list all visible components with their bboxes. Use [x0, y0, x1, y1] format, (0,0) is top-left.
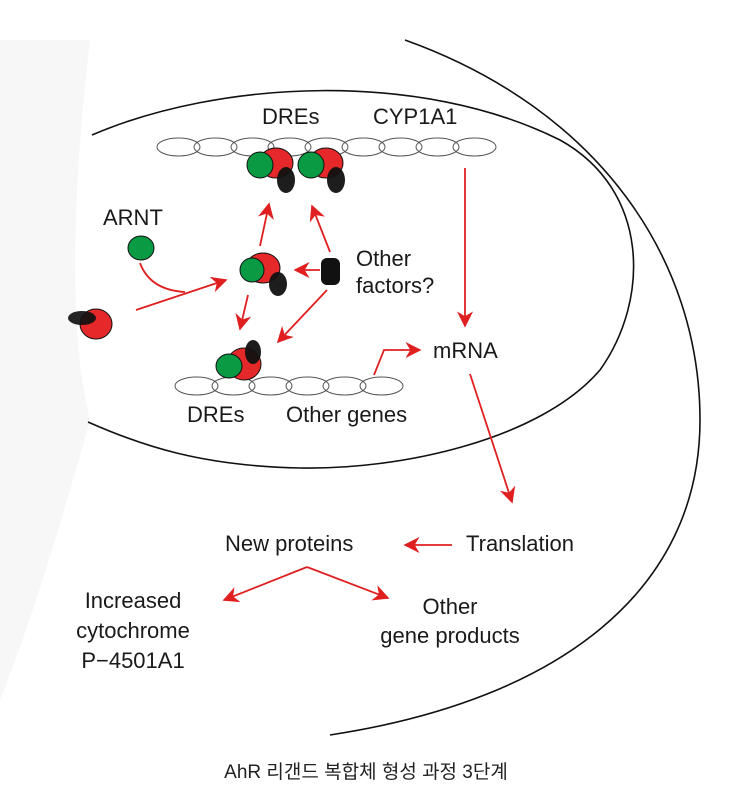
dna-strand-bottom — [174, 376, 404, 396]
label-dres-bottom: DREs — [187, 402, 244, 427]
arrow-other-genes-to-mrna — [373, 341, 422, 376]
label-other-products-2: gene products — [380, 623, 519, 648]
label-new-proteins: New proteins — [225, 531, 353, 556]
arrow-to-complex — [135, 276, 228, 311]
label-other-factors-1: Other — [356, 246, 411, 271]
arrow-complex-to-top-dna-1 — [258, 202, 274, 247]
arrow-mrna-to-translation — [469, 373, 516, 504]
dna-link — [193, 137, 238, 157]
cell-shading — [0, 40, 90, 700]
bound-complex-2 — [297, 147, 345, 193]
cell-membrane — [329, 39, 701, 736]
label-increased-1: Increased — [85, 588, 182, 613]
dna-link — [341, 137, 386, 157]
dna-link — [378, 137, 423, 157]
arrows — [135, 168, 516, 603]
dna-link — [248, 376, 293, 396]
label-dres-top: DREs — [262, 104, 319, 129]
dna-link — [322, 376, 367, 396]
bound-complex-1 — [246, 147, 295, 193]
dna-strand-top — [156, 137, 497, 157]
label-other-products-1: Other — [422, 594, 477, 619]
dna-link — [156, 137, 201, 157]
arnt-icon — [127, 235, 155, 261]
label-arnt: ARNT — [103, 205, 163, 230]
figure-caption: AhR 리갠드 복합체 형성 과정 3단계 — [224, 761, 508, 783]
dna-link — [174, 376, 219, 396]
arrow-to-increased-cytochrome — [222, 566, 308, 603]
dna-link — [285, 376, 330, 396]
dna-link — [415, 137, 460, 157]
arrow-factor-to-top-dna-2 — [309, 204, 331, 253]
bound-complex-3 — [215, 340, 262, 381]
label-other-genes: Other genes — [286, 402, 407, 427]
ahr-arnt-complex-icon — [239, 252, 287, 296]
dna-link — [452, 137, 497, 157]
arrow-factor-to-bottom-dna — [276, 289, 328, 344]
label-translation: Translation — [466, 531, 574, 556]
label-increased-2: cytochrome — [76, 618, 190, 643]
arrow-to-other-gene-products — [306, 566, 390, 601]
label-mrna: mRNA — [433, 338, 498, 363]
ahr-ligand-icon — [68, 308, 113, 340]
arnt-join-curve — [139, 262, 186, 293]
label-other-factors-2: factors? — [356, 273, 434, 298]
other-factor-icon — [321, 258, 340, 285]
label-cyp1a1: CYP1A1 — [373, 104, 457, 129]
arrow-complex-to-bottom-dna — [235, 294, 252, 331]
label-increased-3: P−4501A1 — [81, 648, 184, 673]
dna-link — [359, 376, 404, 396]
nuclear-membrane — [87, 89, 635, 469]
